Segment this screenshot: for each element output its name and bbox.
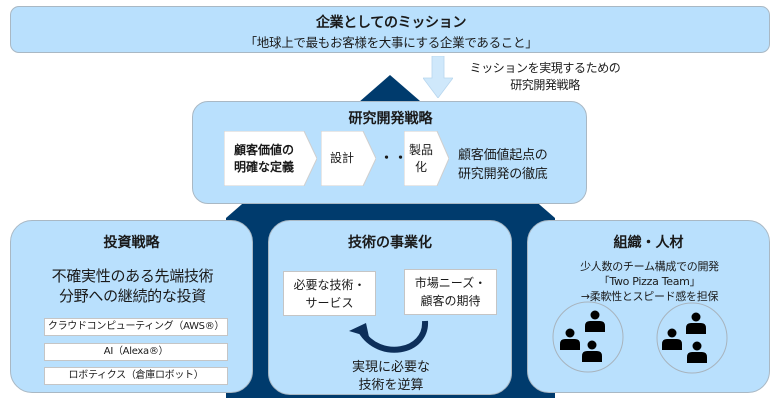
mission-box: 企業としてのミッション 「地球上で最もお客様を大事にする企業であること」 <box>10 6 770 53</box>
person-icon <box>687 341 707 363</box>
organization-box: 組織・人材 少人数のチーム構成での開発 「Two Pizza Team」 →柔軟… <box>527 220 770 393</box>
person-icon <box>662 328 682 350</box>
team-group-icon <box>656 302 728 374</box>
organization-title: 組織・人材 <box>613 235 684 251</box>
step-label: 設計 <box>329 151 354 165</box>
market-needs-box: 市場ニーズ・ 顧客の期待 <box>404 269 497 315</box>
commercialization-note: 実現に必要な 技術を逆算 <box>351 360 430 393</box>
chevron-shape <box>404 131 449 186</box>
investment-title: 投資戦略 <box>103 235 160 251</box>
down-arrow-icon <box>423 56 453 98</box>
rd-strategy-box: 研究開発戦略 顧客価値の 明確な定義 設計 ・・・ 製品 化 顧客 <box>192 101 587 204</box>
chevron-shape <box>321 131 376 186</box>
person-icon <box>585 310 605 332</box>
investment-strategy-box: 投資戦略 不確実性のある先端技術 分野への継続的な投資 クラウドコンピューティン… <box>10 220 253 393</box>
step-label: 製品 化 <box>408 142 433 174</box>
rd-result-text: 顧客価値起点の 研究開発の徹底 <box>458 148 548 182</box>
rd-strategy-title: 研究開発戦略 <box>348 111 433 127</box>
team-circle <box>656 302 728 374</box>
arrow-note-line2: 研究開発戦略 <box>510 78 580 92</box>
person-icon <box>560 328 580 350</box>
step-label: 顧客価値の 明確な定義 <box>233 142 294 174</box>
step-chevron-productize: 製品 化 <box>404 131 449 186</box>
commercialization-box: 技術の事業化 必要な技術・ サービス 市場ニーズ・ 顧客の期待 実現に必要な 技… <box>268 220 512 395</box>
chevron-shape <box>224 131 317 186</box>
mission-quote: 「地球上で最もお客様を大事にする企業であること」 <box>244 35 538 50</box>
team-circle <box>552 301 624 373</box>
step-chevron-design: 設計 <box>321 131 376 186</box>
investment-item-cloud: クラウドコンピューティング（AWS®） <box>44 318 228 336</box>
person-icon <box>686 312 706 334</box>
arrow-note-line1: ミッションを実現するための <box>469 61 621 75</box>
commercialization-title: 技術の事業化 <box>348 235 432 251</box>
team-group-icon <box>552 301 624 373</box>
arrow-note: ミッションを実現するための 研究開発戦略 <box>460 60 630 94</box>
person-icon <box>582 340 602 362</box>
curved-arrow-icon <box>349 320 429 353</box>
investment-item-robotics: ロボティクス（倉庫ロボット） <box>44 367 228 385</box>
mission-title: 企業としてのミッション <box>315 15 467 31</box>
organization-description: 少人数のチーム構成での開発 「Two Pizza Team」 →柔軟性とスピード… <box>580 260 719 303</box>
investment-item-ai: AI（Alexa®） <box>44 343 228 361</box>
required-tech-box: 必要な技術・ サービス <box>283 271 376 316</box>
step-chevron-define-value: 顧客価値の 明確な定義 <box>224 131 317 186</box>
investment-lead: 不確実性のある先端技術 分野への継続的な投資 <box>51 267 214 305</box>
